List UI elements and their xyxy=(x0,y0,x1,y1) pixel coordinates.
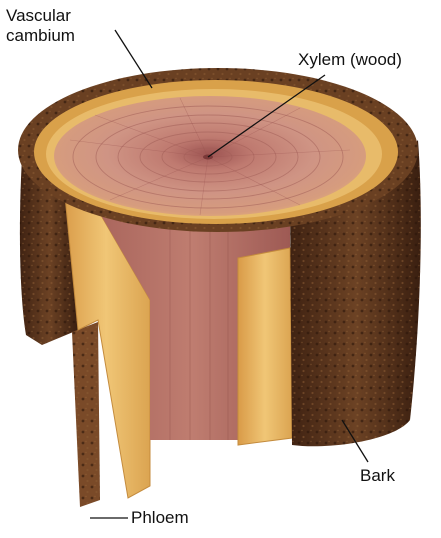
phloem-panel-right xyxy=(238,248,292,445)
xylem-label: Xylem (wood) xyxy=(298,50,402,70)
vascular-cambium-label-line1: Vascular xyxy=(6,6,75,26)
phloem-label: Phloem xyxy=(131,508,189,528)
bark-label: Bark xyxy=(360,466,395,486)
vascular-cambium-label: Vascular cambium xyxy=(6,6,75,46)
vascular-cambium-label-line2: cambium xyxy=(6,26,75,46)
